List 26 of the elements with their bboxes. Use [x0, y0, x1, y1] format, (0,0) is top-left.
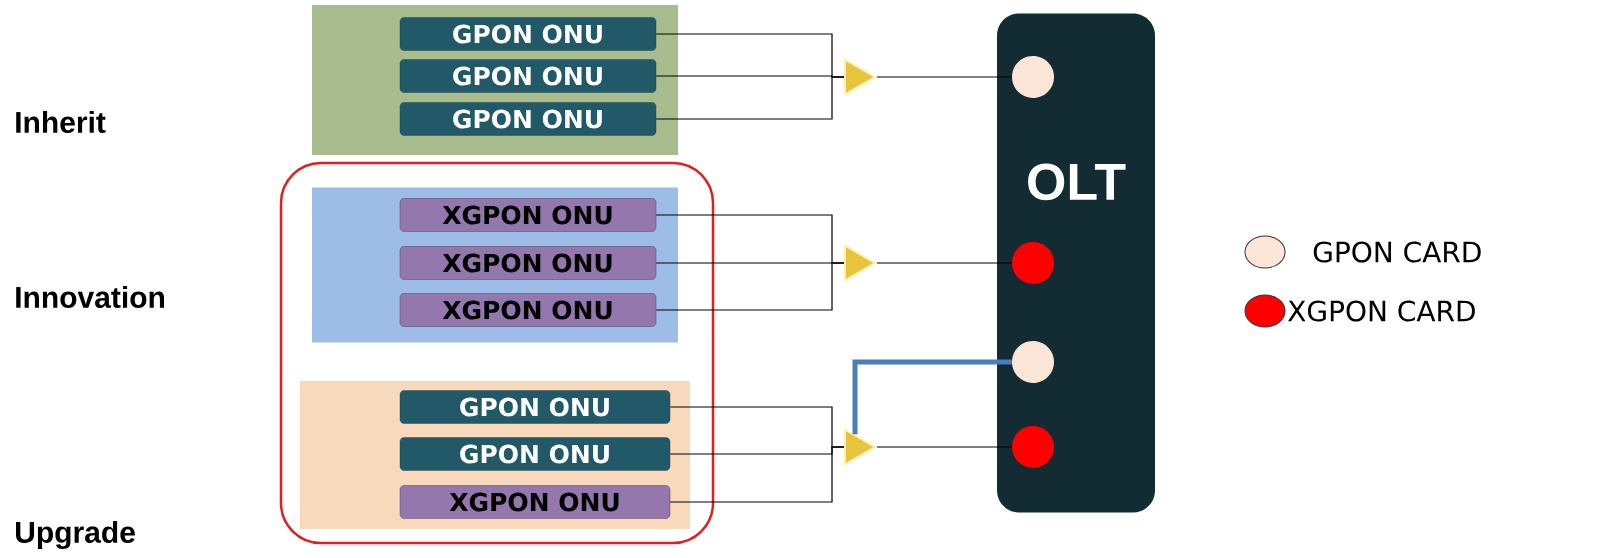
onu-box: XGPON ONU	[399, 485, 671, 519]
olt-box: OLT	[997, 13, 1155, 513]
group-label: Innovation	[16, 286, 164, 309]
connector-line	[876, 446, 1013, 448]
onu-box: GPON ONU	[399, 102, 657, 136]
port-circle	[1012, 56, 1054, 98]
connector-line	[655, 262, 845, 311]
onu-box: GPON ONU	[399, 59, 657, 93]
legend-text: XGPON CARD	[1288, 300, 1475, 322]
port-circle	[1012, 426, 1054, 468]
connector-line	[876, 262, 1013, 264]
group-label: Inherit	[16, 111, 106, 134]
connector-line	[669, 446, 845, 503]
onu-box: GPON ONU	[399, 437, 671, 471]
onu-box: XGPON ONU	[399, 198, 657, 232]
onu-box: XGPON ONU	[399, 293, 657, 327]
onu-box: XGPON ONU	[399, 246, 657, 280]
legend-text: GPON CARD	[1313, 241, 1481, 263]
port-circle	[1012, 341, 1054, 383]
port-circle	[1012, 242, 1054, 284]
onu-box: GPON ONU	[399, 17, 657, 51]
connector-line	[655, 76, 845, 120]
connector-line	[876, 76, 1013, 78]
connector-line	[852, 359, 1012, 435]
group-label: Upgrade	[16, 520, 135, 550]
onu-box: GPON ONU	[399, 390, 671, 424]
